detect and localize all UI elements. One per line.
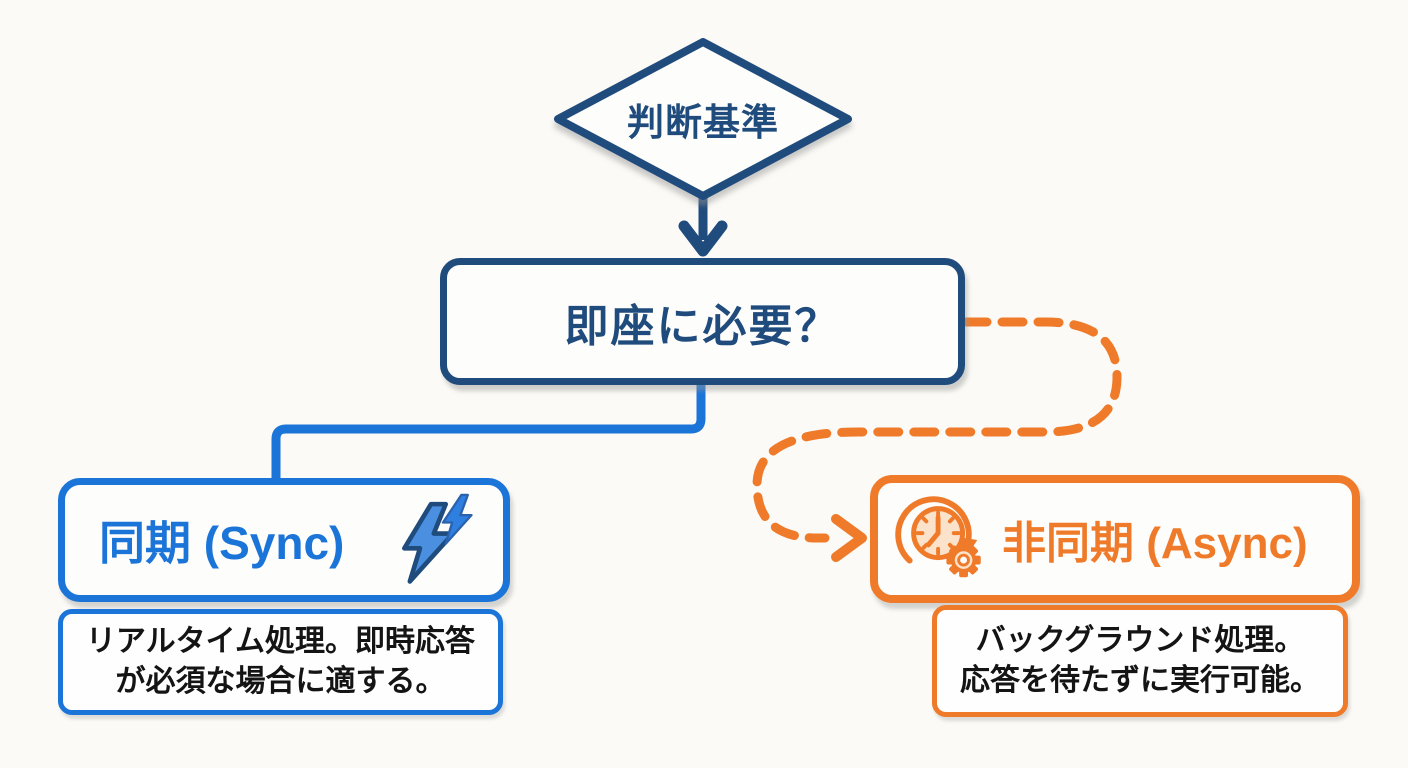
async-note: バックグラウンド処理。 応答を待たずに実行可能。: [932, 605, 1348, 717]
async-node: 非同期 (Async): [870, 475, 1360, 603]
decision-diamond: 判断基準: [548, 30, 858, 208]
lightning-bolt-icon: [385, 491, 477, 589]
diamond-shape: [554, 38, 852, 200]
question-to-sync-connector: [271, 383, 706, 480]
gear-icon: [946, 542, 981, 578]
clock-gear-icon: [894, 490, 992, 588]
sync-note-line1: リアルタイム処理。即時応答: [85, 624, 476, 658]
question-node: 即座に必要？: [440, 258, 965, 385]
async-note-line1: バックグラウンド処理。: [975, 623, 1305, 657]
sync-node: 同期 (Sync): [58, 478, 510, 602]
sync-note-line2: が必須な場合に適する。: [115, 665, 446, 698]
question-label: 即座に必要？: [564, 301, 841, 351]
sync-note: リアルタイム処理。即時応答 が必須な場合に適する。: [58, 609, 503, 715]
decision-label: 判断基準: [627, 102, 779, 143]
sync-label: 同期 (Sync): [99, 517, 345, 569]
async-arrowhead-icon: [831, 514, 867, 562]
async-note-line2: 応答を待たずに実行可能。: [960, 664, 1320, 697]
async-label: 非同期 (Async): [1002, 519, 1308, 568]
